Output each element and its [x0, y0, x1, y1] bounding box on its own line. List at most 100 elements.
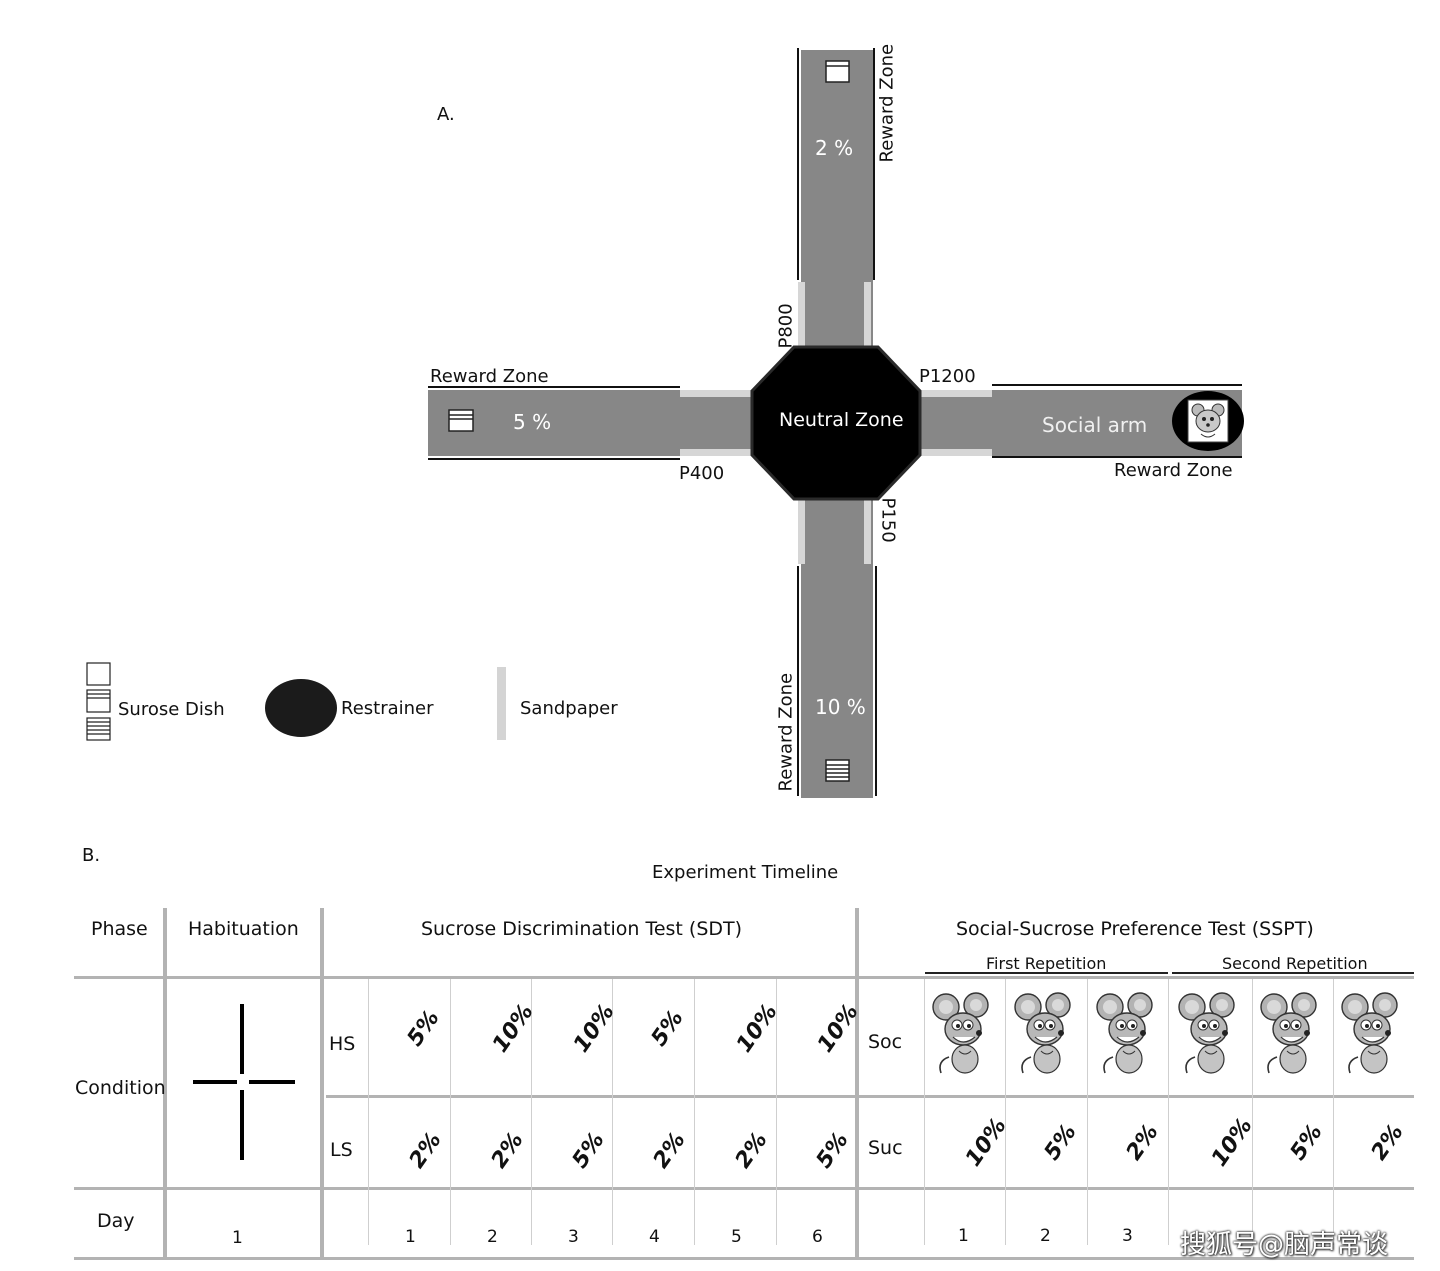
- sdt-day: 5: [731, 1227, 742, 1247]
- sandpaper-strip: [918, 390, 992, 397]
- table-divider: [163, 908, 167, 1260]
- ls-concentration: 2%: [404, 1128, 447, 1173]
- sspt-day: 1: [958, 1226, 969, 1246]
- sspt-header: Social-Sucrose Preference Test (SSPT): [956, 918, 1314, 940]
- cell-divider: [612, 979, 613, 1245]
- right-arm-label: Social arm: [1042, 413, 1148, 437]
- sandpaper-strip: [680, 390, 752, 397]
- table-divider: [855, 908, 859, 1260]
- dish-legend-icon: [86, 662, 111, 741]
- neutral-zone-label: Neutral Zone: [779, 409, 904, 431]
- social-mouse-icon: [1177, 991, 1243, 1081]
- suc-concentration: 10%: [1206, 1113, 1258, 1172]
- hs-concentration: 5%: [646, 1006, 689, 1051]
- top-reward-zone-label: Reward Zone: [876, 43, 898, 163]
- bottom-pressure-label: P150: [877, 497, 899, 543]
- habituation-day: 1: [232, 1228, 243, 1248]
- first-repetition-header: First Repetition: [986, 954, 1107, 973]
- cell-divider: [776, 979, 777, 1245]
- sandpaper-strip: [864, 498, 871, 564]
- sdt-day: 4: [649, 1227, 660, 1247]
- suc-concentration: 2%: [1366, 1120, 1409, 1165]
- cell-divider: [924, 979, 925, 1245]
- wall: [873, 48, 875, 280]
- second-repetition-underline: [1172, 972, 1414, 974]
- legend-sandpaper-label: Sandpaper: [520, 698, 618, 719]
- second-repetition-header: Second Repetition: [1222, 954, 1368, 973]
- cell-divider: [1087, 979, 1088, 1245]
- sandpaper-strip: [798, 282, 805, 348]
- table-rule: [74, 1187, 1414, 1190]
- social-mouse-icon: [1095, 991, 1161, 1081]
- social-mouse-icon: [1013, 991, 1079, 1081]
- sandpaper-legend-icon: [497, 667, 506, 740]
- ls-concentration: 5%: [811, 1128, 854, 1173]
- sandpaper-strip: [864, 282, 871, 348]
- table-rule: [326, 1095, 1414, 1098]
- table-rule: [74, 1257, 1414, 1260]
- phase-header: Phase: [91, 918, 148, 940]
- restrainer-legend-icon: [265, 679, 337, 737]
- sucrose-dish-icon: [448, 409, 474, 432]
- top-pressure-label: P800: [775, 303, 797, 349]
- legend-restrainer-label: Restrainer: [341, 698, 434, 719]
- cell-divider: [531, 979, 532, 1245]
- sdt-day: 6: [812, 1227, 823, 1247]
- wall: [428, 386, 680, 388]
- wall: [992, 384, 1242, 386]
- sandpaper-strip: [918, 449, 992, 456]
- suc-concentration: 5%: [1039, 1120, 1082, 1165]
- sspt-day: 2: [1040, 1226, 1051, 1246]
- table-divider: [320, 908, 324, 1260]
- sandpaper-strip: [798, 498, 805, 564]
- social-mouse-icon: [931, 991, 997, 1081]
- ls-concentration: 2%: [648, 1128, 691, 1173]
- left-reward-zone-label: Reward Zone: [430, 366, 549, 387]
- social-mouse-icon: [1340, 991, 1406, 1081]
- restrainer-with-mouse-icon: [1172, 391, 1244, 451]
- legend-dish-label: Surose Dish: [118, 699, 225, 720]
- cell-divider: [368, 979, 369, 1245]
- hs-label: HS: [329, 1033, 356, 1055]
- suc-concentration: 2%: [1121, 1120, 1164, 1165]
- panel-a-label: A.: [437, 104, 455, 125]
- cell-divider: [1168, 979, 1169, 1245]
- hs-concentration: 5%: [402, 1006, 445, 1051]
- plus-maze-icon: [193, 1004, 295, 1160]
- condition-label: Condition: [75, 1077, 166, 1099]
- left-arm-percent: 5 %: [513, 410, 552, 434]
- sucrose-dish-icon: [825, 759, 850, 782]
- cell-divider: [450, 979, 451, 1245]
- right-pressure-label: P1200: [919, 366, 976, 387]
- sdt-day: 3: [568, 1227, 579, 1247]
- ls-concentration: 2%: [730, 1128, 773, 1173]
- sdt-header: Sucrose Discrimination Test (SDT): [421, 918, 743, 940]
- bottom-arm: [801, 490, 873, 798]
- wall: [797, 566, 799, 796]
- soc-label: Soc: [868, 1031, 903, 1053]
- right-reward-zone-label: Reward Zone: [1114, 460, 1233, 481]
- table-rule: [74, 976, 1414, 979]
- top-arm: [801, 50, 873, 360]
- panel-b-label: B.: [82, 845, 101, 866]
- wall: [992, 456, 1242, 458]
- ls-concentration: 2%: [486, 1128, 529, 1173]
- watermark: 搜狐号@脑声常谈: [1180, 1230, 1389, 1260]
- ls-label: LS: [330, 1139, 353, 1161]
- suc-label: Suc: [868, 1137, 903, 1159]
- neutral-zone-octagon: [750, 345, 922, 501]
- bottom-reward-zone-label: Reward Zone: [775, 672, 797, 792]
- cell-divider: [1252, 979, 1253, 1245]
- left-arm: [428, 390, 763, 456]
- habituation-header: Habituation: [188, 918, 299, 940]
- first-repetition-underline: [925, 972, 1168, 974]
- left-pressure-label: P400: [679, 463, 725, 484]
- sdt-day: 1: [405, 1227, 416, 1247]
- sucrose-dish-icon: [825, 60, 850, 83]
- bottom-arm-percent: 10 %: [815, 695, 866, 719]
- social-mouse-icon: [1259, 991, 1325, 1081]
- top-arm-percent: 2 %: [815, 136, 854, 160]
- cell-divider: [1333, 979, 1334, 1245]
- ls-concentration: 5%: [567, 1128, 610, 1173]
- wall: [428, 458, 680, 460]
